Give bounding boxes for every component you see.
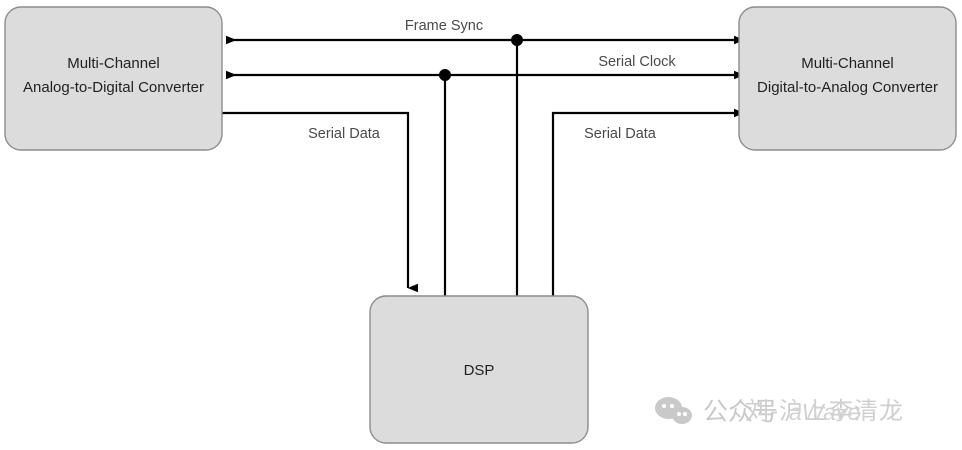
block-dac-label-line2: Digital-to-Analog Converter	[757, 79, 938, 96]
block-dsp-rect	[369, 295, 589, 444]
block-adc-rect	[4, 6, 223, 151]
block-dsp-label: DSP	[464, 362, 495, 379]
label-serial-clock: Serial Clock	[598, 54, 676, 70]
serial-data-adc-wire	[222, 111, 418, 293]
block-dac[interactable]: Multi-Channel Digital-to-Analog Converte…	[738, 6, 957, 151]
wire-labels: Frame Sync Serial Clock Serial Data Seri…	[306, 16, 679, 145]
signal-serial-clock	[226, 69, 745, 298]
block-adc[interactable]: Multi-Channel Analog-to-Digital Converte…	[4, 6, 223, 151]
label-serial-data-dac: Serial Data	[584, 126, 657, 142]
label-serial-data-adc: Serial Data	[308, 126, 381, 142]
label-frame-sync: Frame Sync	[405, 18, 483, 34]
frame-sync-junction-dot	[511, 34, 523, 46]
signal-serial-data-dac	[551, 108, 745, 298]
block-dsp[interactable]: DSP	[369, 295, 589, 444]
block-dac-rect	[738, 6, 957, 151]
serial-clock-junction-dot	[439, 69, 451, 81]
signal-frame-sync	[226, 34, 745, 298]
block-adc-label-line1: Multi-Channel	[67, 55, 160, 72]
serial-data-dac-wire	[551, 108, 745, 298]
block-adc-label-line2: Analog-to-Digital Converter	[23, 79, 204, 96]
signal-serial-data-adc	[222, 111, 418, 293]
block-dac-label-line1: Multi-Channel	[801, 55, 894, 72]
